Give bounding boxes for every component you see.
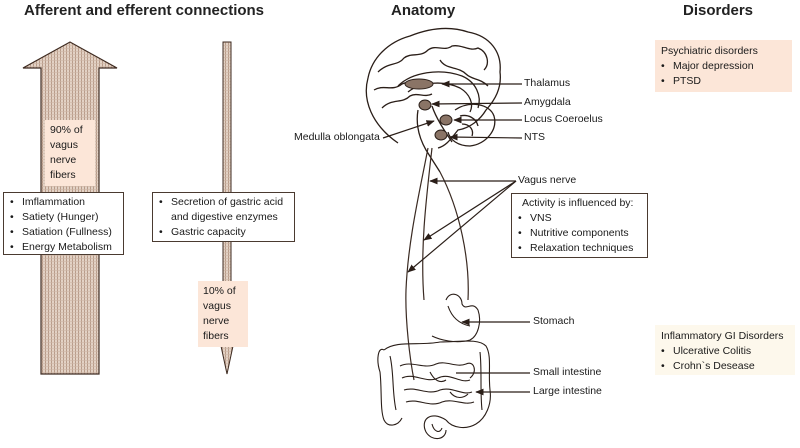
disorders-heading: Disorders bbox=[683, 2, 754, 19]
psychiatric-disorder-item: Major depression bbox=[661, 59, 786, 74]
locus-coeroelus-nucleus bbox=[439, 114, 453, 126]
medulla-oblongata-label: Medulla oblongata bbox=[294, 131, 380, 143]
activity-item: Nutritive components bbox=[518, 226, 641, 241]
nts-nucleus bbox=[434, 129, 448, 141]
small-intestine-label: Small intestine bbox=[533, 366, 602, 378]
afferent-functions-box: Imflammation Satiety (Hunger) Satiation … bbox=[3, 192, 124, 255]
activity-item: Relaxation techniques bbox=[518, 241, 641, 256]
efferent-functions-box: Secretion of gastric acid and digestive e… bbox=[152, 192, 295, 242]
psychiatric-disorders-title: Psychiatric disorders bbox=[661, 45, 758, 57]
nts-label: NTS bbox=[524, 131, 545, 143]
connections-heading: Afferent and efferent connections bbox=[24, 2, 265, 19]
vagus-nerve-lines bbox=[405, 147, 469, 381]
afferent-fiber-line: fibers bbox=[50, 169, 76, 181]
brain-illustration bbox=[365, 27, 501, 173]
afferent-fiber-share-label: 90% of vagus nerve fibers bbox=[45, 120, 95, 186]
afferent-fiber-line: vagus bbox=[50, 139, 79, 151]
afferent-function-item: Energy Metabolism bbox=[10, 240, 117, 255]
efferent-fiber-line: fibers bbox=[203, 330, 229, 342]
efferent-fiber-share-label: 10% of vagus nerve fibers bbox=[198, 281, 248, 347]
afferent-function-item: Satiety (Hunger) bbox=[10, 210, 117, 225]
gi-disorders-box: Inflammatory GI Disorders Ulcerative Col… bbox=[655, 325, 795, 375]
afferent-fiber-line: 90% of bbox=[50, 124, 83, 136]
efferent-function-item: Secretion of gastric acid and digestive e… bbox=[159, 195, 288, 225]
digestive-tract-illustration bbox=[377, 293, 491, 440]
amygdala-nucleus bbox=[418, 99, 432, 111]
vagus-nerve-label: Vagus nerve bbox=[518, 174, 577, 186]
activity-influence-box: Activity is influenced by: VNS Nutritive… bbox=[511, 193, 648, 258]
thalamus-nucleus bbox=[404, 78, 434, 90]
amygdala-label: Amygdala bbox=[524, 96, 571, 108]
efferent-function-line: Secretion of gastric acid bbox=[171, 196, 284, 208]
efferent-fiber-line: vagus bbox=[203, 300, 232, 312]
efferent-function-item: Gastric capacity bbox=[159, 225, 288, 240]
afferent-fiber-line: nerve bbox=[50, 154, 77, 166]
afferent-function-item: Satiation (Fullness) bbox=[10, 225, 117, 240]
psychiatric-disorders-box: Psychiatric disorders Major depression P… bbox=[655, 40, 792, 92]
activity-box-title: Activity is influenced by: bbox=[522, 197, 634, 209]
gi-disorder-item: Crohn`s Desease bbox=[661, 359, 789, 374]
stomach-label: Stomach bbox=[533, 315, 575, 327]
locus-coeroelus-label: Locus Coeroelus bbox=[524, 113, 603, 125]
anatomy-heading: Anatomy bbox=[391, 2, 456, 19]
thalamus-label: Thalamus bbox=[524, 77, 571, 89]
efferent-fiber-line: 10% of bbox=[203, 285, 236, 297]
efferent-fiber-line: nerve bbox=[203, 315, 230, 327]
activity-item: VNS bbox=[518, 211, 641, 226]
gi-disorders-title: Inflammatory GI Disorders bbox=[661, 330, 784, 342]
afferent-function-item: Imflammation bbox=[10, 195, 117, 210]
large-intestine-label: Large intestine bbox=[533, 385, 602, 397]
gi-disorder-item: Ulcerative Colitis bbox=[661, 344, 789, 359]
psychiatric-disorder-item: PTSD bbox=[661, 74, 786, 89]
efferent-function-line: and digestive enzymes bbox=[171, 211, 278, 223]
